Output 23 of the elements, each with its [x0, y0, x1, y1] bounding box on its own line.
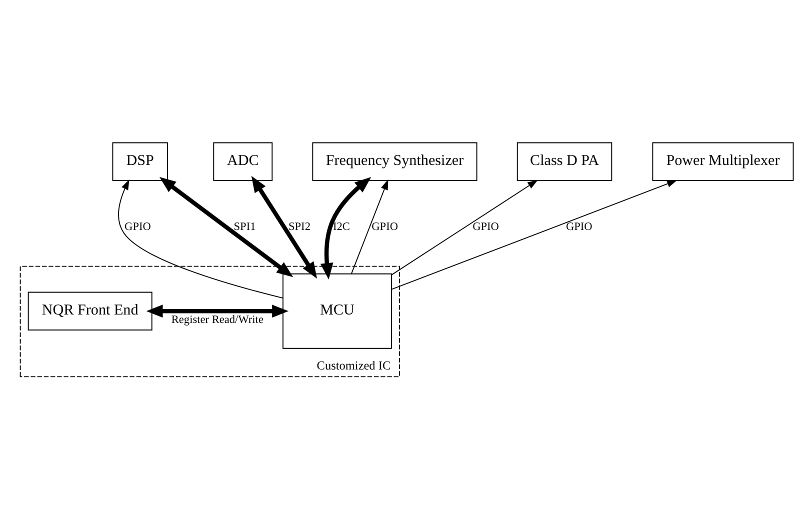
- arrow: [159, 177, 294, 278]
- edge-label: Register Read/Write: [171, 314, 264, 326]
- edge-label: I2C: [332, 221, 350, 234]
- node-box: ADC: [213, 142, 273, 181]
- arrow: [320, 177, 372, 280]
- node-box: DSP: [112, 142, 168, 181]
- arrow: [391, 180, 538, 276]
- node-box: NQR Front End: [28, 292, 152, 330]
- arrow: [118, 179, 284, 299]
- edge-label: GPIO: [472, 221, 499, 234]
- edge-label: GPIO: [124, 221, 151, 234]
- arrow: [391, 180, 678, 290]
- edge-label: SPI2: [288, 221, 310, 234]
- arrow: [350, 179, 388, 274]
- node-box: Frequency Synthesizer: [312, 142, 478, 181]
- arrow: [146, 304, 289, 318]
- node-box: MCU: [282, 273, 392, 349]
- node-box: Class D PA: [516, 142, 612, 181]
- arrow: [251, 176, 318, 279]
- edge-label: GPIO: [372, 221, 398, 234]
- edge-label: GPIO: [566, 221, 592, 234]
- node-box: Power Multiplexer: [652, 142, 794, 181]
- edge-label: SPI1: [234, 221, 256, 234]
